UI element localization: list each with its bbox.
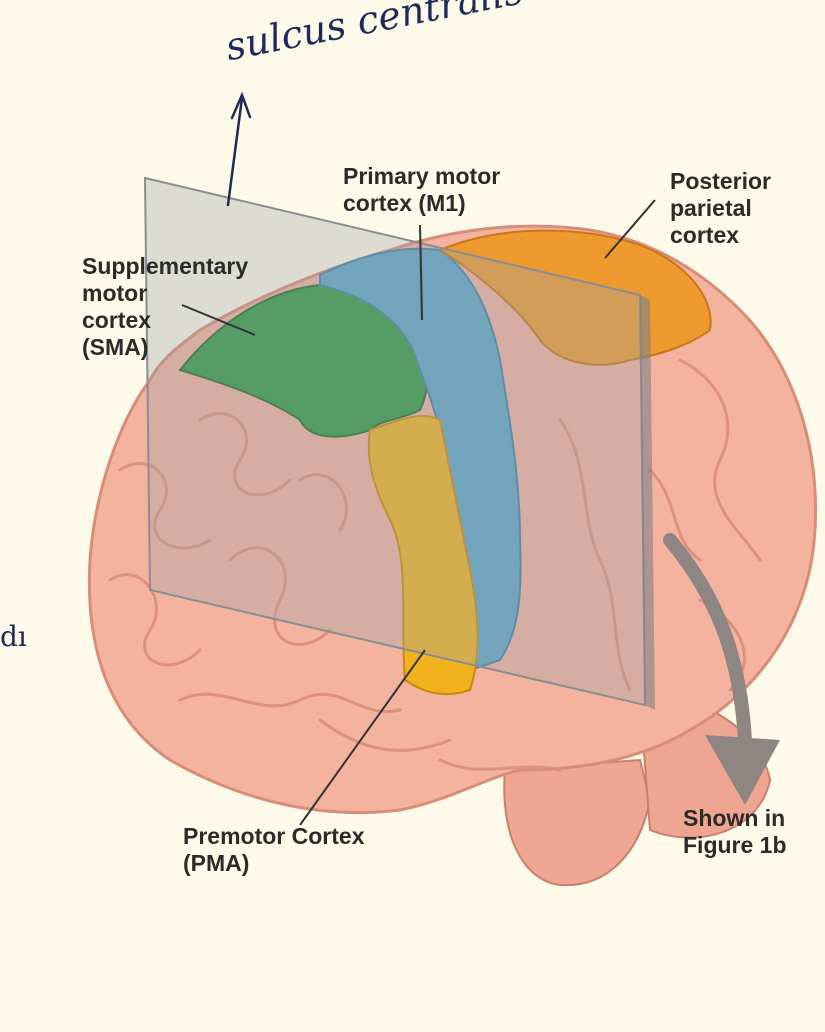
pma-region: [367, 414, 479, 696]
sma-region: [178, 283, 429, 438]
label-m1: Primary motor cortex (M1): [343, 163, 501, 216]
figure-arrow: [663, 533, 752, 747]
brain-stem: [503, 758, 652, 887]
label-pma: Premotor Cortex (PMA): [183, 823, 365, 876]
figure-arrow-head: [705, 735, 780, 805]
handwritten-arrow: [226, 91, 252, 207]
coronal-plane-edge: [640, 295, 655, 710]
leader-lines: [181, 199, 656, 826]
gyri-folds: [108, 358, 762, 772]
label-sma: Supplementary motor cortex (SMA): [82, 253, 249, 360]
label-ppc: Posterior parietal cortex: [670, 168, 771, 248]
margin-fragment: dı: [0, 620, 27, 653]
m1-region: [319, 247, 522, 672]
label-figure-ref: Shown in Figure 1b: [683, 805, 787, 858]
